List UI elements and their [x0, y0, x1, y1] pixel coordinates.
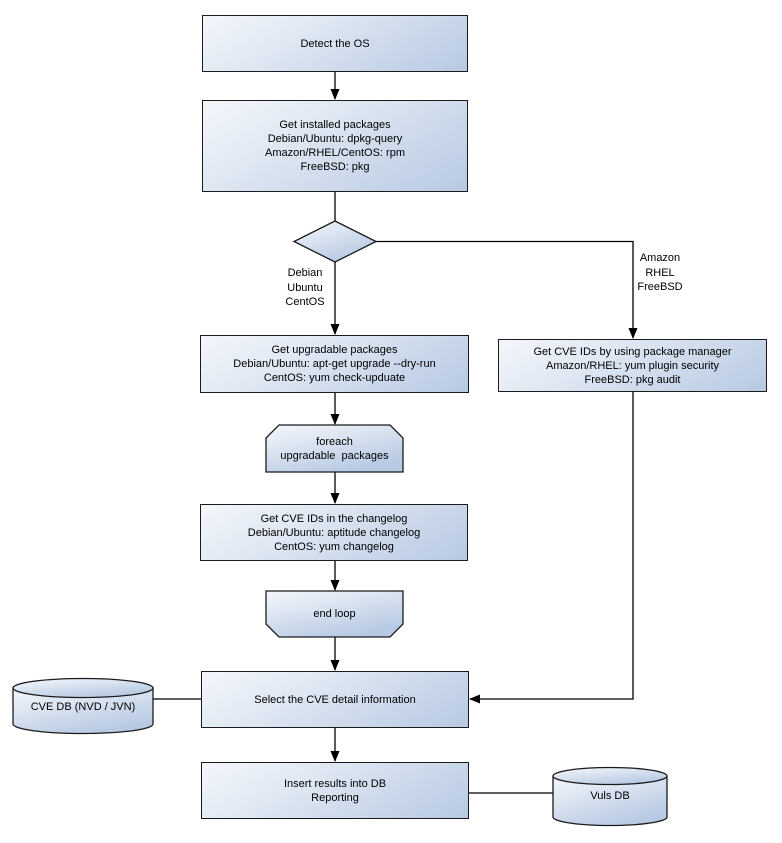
foreach-loop-label-box: foreach upgradable packages	[266, 425, 403, 472]
cve-db-label: CVE DB (NVD / JVN)	[30, 701, 136, 713]
decision-os-diamond	[292, 220, 378, 263]
branch-label-left: Debian Ubuntu CentOS	[285, 267, 325, 308]
node-get-upgradable-packages: Get upgradable packages Debian/Ubuntu: a…	[200, 335, 469, 393]
cve-db-label-box: CVE DB (NVD / JVN)	[13, 690, 153, 724]
branch-label-right: Amazon RHEL FreeBSD	[637, 252, 683, 293]
end-loop-label-box: end loop	[266, 591, 403, 637]
shape-cve-db-cylinder-top	[12, 677, 154, 699]
node-get-installed-packages: Get installed packages Debian/Ubuntu: dp…	[202, 100, 468, 192]
node-get-cve-ids-package-manager-label: Get CVE IDs by using package manager Ama…	[533, 345, 732, 386]
node-select-cve-detail-label: Select the CVE detail information	[254, 693, 416, 706]
node-insert-results-label: Insert results into DB Reporting	[283, 777, 387, 804]
node-get-cve-ids-package-manager: Get CVE IDs by using package manager Ama…	[498, 339, 767, 392]
vuls-db-label: Vuls DB	[590, 790, 630, 802]
node-get-cve-ids-changelog-label: Get CVE IDs in the changelog Debian/Ubun…	[247, 512, 421, 553]
shape-vuls-db-cylinder-top	[552, 766, 668, 786]
edge-decision-to-pkgmgr	[375, 240, 638, 339]
node-get-installed-packages-label: Get installed packages Debian/Ubuntu: dp…	[265, 119, 405, 173]
node-insert-results: Insert results into DB Reporting	[201, 762, 469, 819]
vuls-db-label-box: Vuls DB	[553, 779, 667, 813]
shape-cve-db-cylinder	[12, 688, 154, 735]
foreach-loop-label: foreach upgradable packages	[280, 435, 389, 462]
shape-foreach-loop	[265, 424, 404, 473]
edge-pkgmgr-to-select	[469, 392, 634, 704]
node-select-cve-detail: Select the CVE detail information	[201, 671, 469, 728]
shape-end-loop	[265, 590, 404, 638]
node-detect-os: Detect the OS	[202, 15, 468, 72]
node-detect-os-label: Detect the OS	[300, 37, 370, 50]
shape-vuls-db-cylinder	[552, 776, 668, 827]
node-get-cve-ids-changelog: Get CVE IDs in the changelog Debian/Ubun…	[200, 504, 468, 561]
end-loop-label: end loop	[313, 608, 356, 620]
node-get-upgradable-packages-label: Get upgradable packages Debian/Ubuntu: a…	[233, 344, 436, 384]
